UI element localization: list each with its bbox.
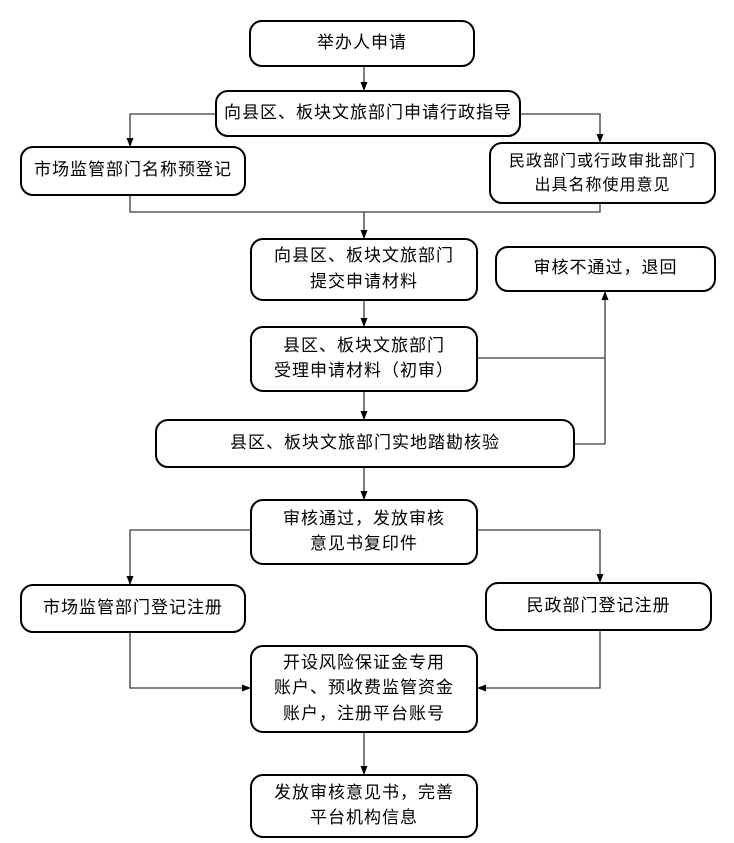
node-submit-materials: 向县区、板块文旅部门 提交申请材料 — [250, 238, 478, 301]
node-open-accounts: 开设风险保证金专用 账户、预收费监管资金 账户，注册平台账号 — [250, 645, 478, 733]
node-apply-guidance: 向县区、板块文旅部门申请行政指导 — [215, 90, 521, 137]
edge-review-passed-to-market-registration — [126, 529, 250, 585]
edge-market-registration-to-open-accounts — [129, 633, 251, 692]
node-review-rejected: 审核不通过，退回 — [495, 246, 716, 292]
node-review-passed: 审核通过，发放审核 意见书复印件 — [250, 499, 478, 565]
edge-market-prereg-join — [129, 196, 364, 213]
node-civil-name-opinion: 民政部门或行政审批部门 出具名称使用意见 — [489, 142, 716, 204]
node-accept-materials: 县区、板块文旅部门 受理申请材料（初审） — [250, 326, 478, 392]
edge-review-passed-to-civil-registration — [478, 529, 604, 583]
node-market-pre-registration: 市场监管部门名称预登记 — [20, 146, 246, 196]
edge-civil-name-opinion-join — [364, 204, 601, 213]
edge-civil-registration-to-open-accounts — [477, 631, 601, 692]
node-market-registration: 市场监管部门登记注册 — [20, 584, 246, 633]
node-site-survey: 县区、板块文旅部门实地踏勘核验 — [155, 419, 575, 468]
node-start: 举办人申请 — [249, 20, 475, 67]
edge-apply-guidance-to-civil-name-opinion — [520, 113, 604, 143]
edge-apply-guidance-to-market-prereg — [126, 113, 215, 147]
node-issue-opinion: 发放审核意见书，完善 平台机构信息 — [250, 774, 478, 838]
node-civil-registration: 民政部门登记注册 — [485, 582, 712, 631]
